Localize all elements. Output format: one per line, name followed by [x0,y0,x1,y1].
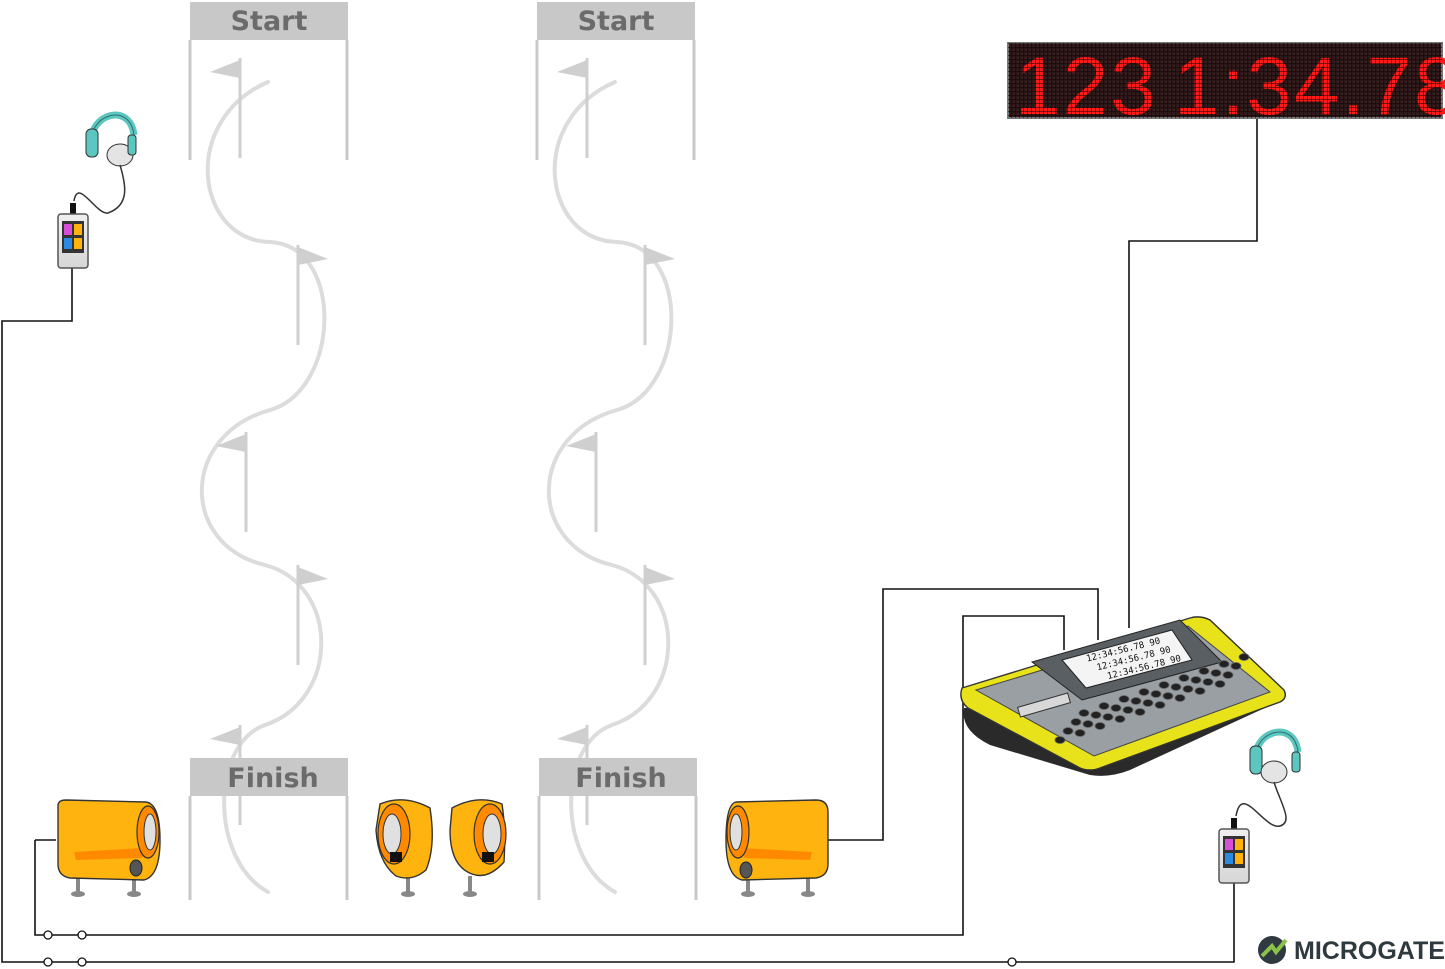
keypad-button [1170,683,1182,691]
course-1: Start Finish [188,2,349,900]
start-label: Start [231,6,308,37]
flag-icon [296,245,328,345]
course-line [546,80,674,894]
wire-finish-photocell-to-timer [826,588,1099,841]
flag-icon [643,565,675,665]
keypad-button [1222,671,1234,679]
flag-icon [296,565,328,665]
keypad-button [1162,692,1174,700]
finish-label: Finish [575,763,666,794]
keypad-button [1158,681,1170,689]
headset-icon [73,111,138,214]
finish-banner [539,758,697,796]
keypad-button [1194,687,1206,695]
brand-name: MICROGATE [1294,937,1445,965]
keypad-button [1138,688,1150,696]
wiring [1,115,1258,967]
finish-label: Finish [227,763,318,794]
wire-start-photocell-to-timer [34,615,1065,936]
flag-icon [564,430,598,534]
keypad-button [1130,697,1142,705]
led-scoreboard: 123 1:34.78 [1007,41,1445,132]
course-line [199,80,327,894]
photocell-icon [57,799,161,897]
keypad-button [1110,704,1122,712]
keypad-button [1118,695,1130,703]
keypad-button [1190,676,1202,684]
flag-icon [555,56,589,160]
keypad-button [1150,690,1162,698]
chronometer-icon: 12:34:56.78 90 12:34:56.78 90 12:34:56.7… [960,616,1287,776]
flag-icon [643,245,675,345]
brand-logo: MICROGATE [1258,936,1445,965]
transceiver-icon [57,203,89,269]
photocell-icon [375,799,433,897]
keypad-button [1230,662,1242,670]
keypad-button [1178,674,1190,682]
keypad-button [1098,702,1110,710]
keypad-button [1062,727,1074,735]
photocell-icon [449,799,507,897]
start-banner [537,2,695,40]
keypad-button [1134,708,1146,716]
keypad-button [1070,718,1082,726]
keypad-button [1082,720,1094,728]
keypad-button [1202,678,1214,686]
flag-icon [214,430,248,534]
wire-headset-left-to-bus [1,262,1235,963]
keypad-button [1198,667,1210,675]
keypad-button [1182,685,1194,693]
finish-banner [190,758,348,796]
flag-icon [208,56,242,160]
photocell-icon [725,799,829,897]
keypad-button [1142,699,1154,707]
keypad-button [1078,709,1090,717]
keypad-button [1174,694,1186,702]
headset-icon [1235,728,1302,827]
logo-icon [1258,936,1286,964]
keypad-button [1102,713,1114,721]
keypad-button [1114,715,1126,723]
wire-scoreboard-to-timer [1128,115,1258,628]
keypad-button [1094,722,1106,730]
timer-keypad [1054,653,1250,744]
keypad-button [1238,653,1250,661]
keypad-button [1122,706,1134,714]
start-banner [190,2,348,40]
keypad-button [1090,711,1102,719]
keypad-button [1074,729,1086,737]
start-label: Start [578,6,655,37]
keypad-button [1218,660,1230,668]
keypad-button [1214,680,1226,688]
transceiver-icon [1218,818,1250,884]
course-2: Start Finish [535,2,698,900]
keypad-button [1154,701,1166,709]
keypad-button [1210,669,1222,677]
keypad-button [1054,736,1066,744]
